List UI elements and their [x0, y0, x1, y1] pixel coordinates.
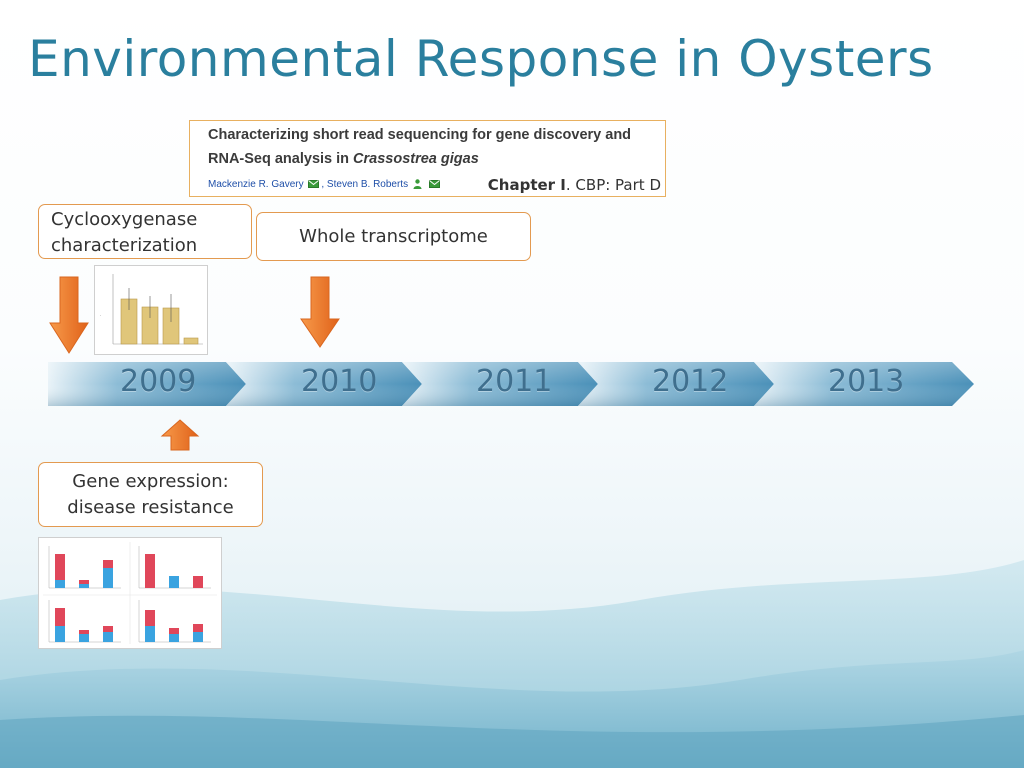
- paper-title-species: Crassostrea gigas: [353, 151, 479, 167]
- callout-whole-transcriptome: Whole transcriptome: [256, 212, 531, 261]
- mini-chart-3: [48, 600, 121, 643]
- timeline-year-2012: 2012: [652, 364, 729, 399]
- timeline-year-2009: 2009: [120, 364, 197, 399]
- email-icon[interactable]: [308, 180, 320, 189]
- person-icon[interactable]: [413, 179, 422, 190]
- paper-citation: Characterizing short read sequencing for…: [189, 120, 666, 197]
- slide-title: Environmental Response in Oysters: [28, 30, 934, 88]
- mini-chart-4: [138, 600, 211, 643]
- timeline-segment-2013: [754, 362, 974, 406]
- timeline-year-2011: 2011: [476, 364, 553, 399]
- up-arrow-icon: [160, 419, 200, 451]
- timeline-segment-2012: [578, 362, 774, 406]
- callout-cox-line1: Cyclooxygenase: [51, 209, 198, 230]
- gene-expression-charts-thumbnail: [38, 537, 222, 649]
- paper-title-prefix: RNA-Seq analysis in: [208, 151, 354, 167]
- timeline-segment-2011: [402, 362, 598, 406]
- timeline-segment-2009: [48, 362, 246, 406]
- callout-cyclooxygenase: Cyclooxygenase characterization: [38, 204, 252, 259]
- callout-gene-line1: Gene expression:: [72, 471, 229, 492]
- callout-gene-expression: Gene expression: disease resistance: [38, 462, 263, 527]
- timeline-segment-2010: [226, 362, 422, 406]
- email-icon[interactable]: [428, 180, 440, 189]
- mini-chart-1: [48, 546, 121, 589]
- callout-transcriptome-text: Whole transcriptome: [299, 226, 488, 247]
- timeline-year-2010: 2010: [301, 364, 378, 399]
- author-gavery[interactable]: Mackenzie R. Gavery: [208, 179, 304, 190]
- chapter-number: Chapter I: [487, 176, 566, 194]
- timeline-year-2013: 2013: [828, 364, 905, 399]
- paper-authors: Mackenzie R. Gavery , Steven B. Roberts: [208, 179, 442, 190]
- cox-bar-chart-thumbnail: .: [94, 265, 208, 355]
- paper-title-line1: Characterizing short read sequencing for…: [208, 127, 632, 143]
- callout-cox-line2: characterization: [51, 235, 198, 256]
- timeline-bar: [48, 362, 974, 406]
- chapter-journal: . CBP: Part D: [565, 176, 661, 194]
- author-roberts[interactable]: , Steven B. Roberts: [321, 179, 409, 190]
- paper-title-line2: RNA-Seq analysis in Crassostrea gigas: [208, 151, 479, 167]
- svg-text:.: .: [97, 315, 102, 316]
- callout-gene-line2: disease resistance: [67, 497, 234, 518]
- mini-chart-2: [138, 546, 211, 589]
- down-arrow-icon: [49, 276, 89, 354]
- chapter-reference: Chapter I. CBP: Part D: [484, 176, 661, 194]
- down-arrow-icon: [300, 276, 340, 348]
